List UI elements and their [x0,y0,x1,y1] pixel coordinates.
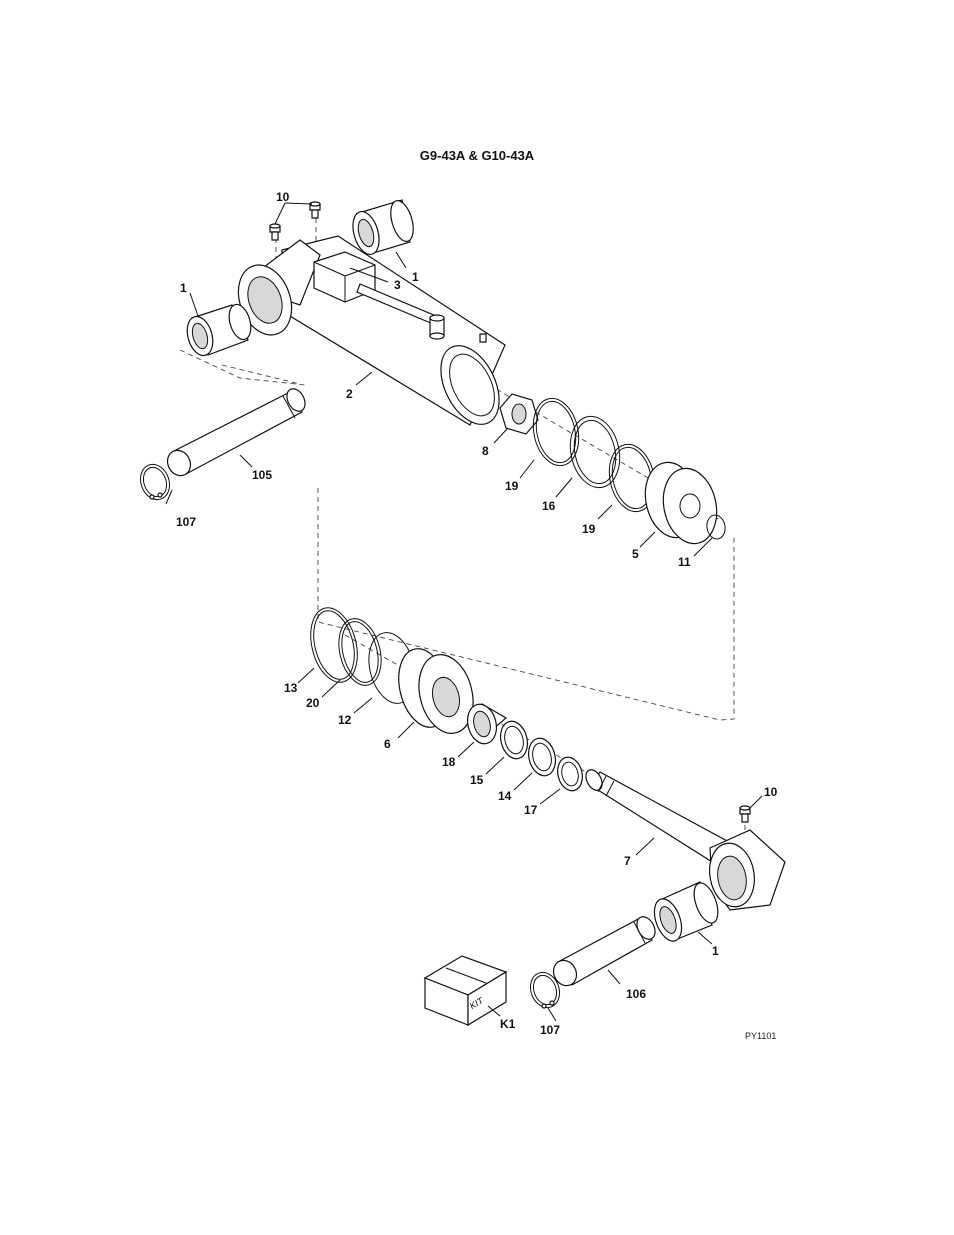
callout-10-upper: 10 [276,190,290,204]
diagram-title: G9-43A & G10-43A [419,148,535,163]
pin-lower [552,916,656,987]
callout-18: 18 [442,755,456,769]
leader-lines [165,202,763,1022]
snap-ring-lower [529,971,561,1009]
callout-10-lower: 10 [764,785,778,799]
callout-107-lower: 107 [540,1023,560,1037]
grease-fitting-upper-right [309,201,321,219]
callout-107-upper: 107 [176,515,196,529]
callout-2: 2 [346,387,353,401]
pin-upper [166,388,306,477]
callout-105: 105 [252,468,272,482]
bushing-18 [466,703,508,745]
callout-1-upper-right: 1 [412,270,419,284]
piston [644,461,718,545]
callout-6: 6 [384,737,391,751]
bushing-lower [653,881,719,942]
seal-kit-box: KIT [423,955,508,1027]
callout-3: 3 [394,278,401,292]
callout-5: 5 [632,547,639,561]
callout-16: 16 [542,499,556,513]
callout-8: 8 [482,444,489,458]
callout-12: 12 [338,713,352,727]
cylinder-barrel [237,235,506,426]
callout-1-upper-left: 1 [180,281,187,295]
seal-ring-16 [569,415,621,489]
callout-1-lower: 1 [712,944,719,958]
callout-19-b: 19 [582,522,596,536]
o-ring-11 [706,514,726,540]
callout-labels: 10 1 1 3 2 105 107 8 19 16 19 5 11 13 20… [176,190,778,1037]
callout-15: 15 [470,773,484,787]
snap-ring-upper [139,463,171,501]
callout-19-a: 19 [505,479,519,493]
seal-ring-17 [557,756,583,792]
bushing-upper-right [352,199,414,256]
grease-fitting-upper-left [269,223,281,241]
seal-ring-20 [338,618,382,686]
lock-nut [499,393,539,435]
gland [398,648,474,734]
seal-ring-14 [527,737,557,777]
callout-20: 20 [306,696,320,710]
drawing-reference-number: PY1101 [745,1031,777,1041]
seal-ring-13 [310,607,358,683]
seal-ring-15 [499,720,529,760]
callout-106: 106 [626,987,646,1001]
callout-17: 17 [524,803,538,817]
callout-K1: K1 [500,1017,516,1031]
callout-11: 11 [678,555,691,569]
callout-13: 13 [284,681,298,695]
callout-7: 7 [624,854,631,868]
callout-14: 14 [498,789,512,803]
bushing-upper-left [186,303,252,357]
piston-rod [585,769,786,911]
